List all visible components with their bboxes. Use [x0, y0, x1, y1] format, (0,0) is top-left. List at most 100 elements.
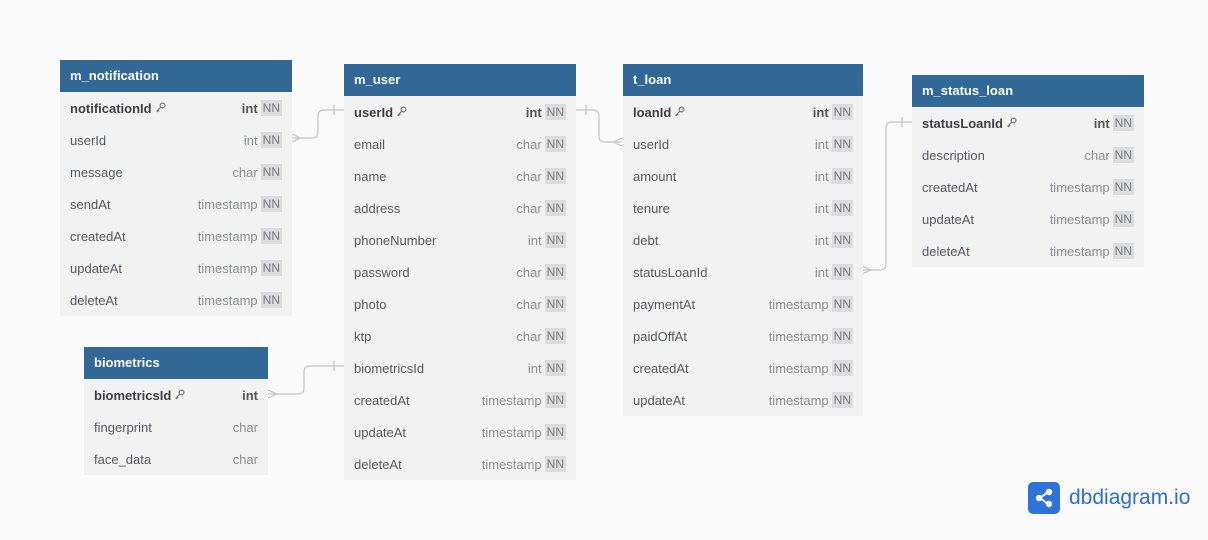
not-null-badge: NN — [544, 360, 566, 376]
field-type: int — [243, 132, 258, 148]
field-name-text: updateAt — [70, 260, 123, 276]
field-type: int — [242, 387, 258, 403]
not-null-badge: NN — [544, 296, 566, 312]
table-header[interactable]: m_status_loan — [912, 75, 1144, 107]
field-type: int — [812, 104, 829, 120]
field-type: int — [1093, 115, 1110, 131]
share-icon — [1028, 482, 1060, 514]
not-null-badge: NN — [544, 168, 566, 184]
not-null-badge: NN — [831, 136, 853, 152]
field-name: tenure — [633, 201, 815, 216]
field-name-text: password — [354, 264, 410, 280]
field-name-text: tenure — [633, 200, 670, 216]
table-header[interactable]: biometrics — [84, 347, 268, 379]
field-name: biometricsId — [354, 361, 528, 376]
field-type: timestamp — [768, 328, 829, 344]
not-null-badge: NN — [544, 456, 566, 472]
field-name: deleteAt — [922, 244, 1050, 259]
field-name: deleteAt — [70, 293, 198, 308]
field-name: address — [354, 201, 516, 216]
table-header[interactable]: m_user — [344, 64, 576, 96]
field-name-text: ktp — [354, 328, 372, 344]
field-type: timestamp — [768, 296, 829, 312]
field-type: timestamp — [1049, 179, 1110, 195]
field-name: loanId — [633, 105, 813, 120]
field-type: char — [516, 296, 542, 312]
field-name-text: message — [70, 164, 123, 180]
field-type: char — [516, 200, 542, 216]
crowfoot-loan — [611, 137, 623, 147]
field-type: timestamp — [481, 456, 542, 472]
not-null-badge: NN — [1112, 147, 1134, 163]
field-name-text: updateAt — [633, 392, 686, 408]
field-row[interactable]: biometricsId int — [84, 379, 268, 411]
field-name-text: biometricsId — [94, 387, 172, 403]
field-name: createdAt — [922, 180, 1050, 195]
field-type: int — [527, 360, 542, 376]
table-header[interactable]: t_loan — [623, 64, 863, 96]
field-type: char — [516, 136, 542, 152]
not-null-badge: NN — [831, 328, 853, 344]
primary-key-icon — [674, 105, 685, 120]
field-name: message — [70, 165, 232, 180]
not-null-badge: NN — [831, 264, 853, 280]
field-type: timestamp — [768, 360, 829, 376]
table-header[interactable]: m_notification — [60, 60, 292, 92]
field-type: timestamp — [481, 424, 542, 440]
field-name-text: updateAt — [354, 424, 407, 440]
field-type: int — [241, 100, 258, 116]
field-type: int — [527, 232, 542, 248]
field-name: paymentAt — [633, 297, 769, 312]
field-type: int — [814, 264, 829, 280]
field-name-text: address — [354, 200, 401, 216]
field-name-text: deleteAt — [922, 243, 970, 259]
field-name-text: biometricsId — [354, 360, 425, 376]
dbdiagram-brand[interactable]: dbdiagram.io — [1028, 482, 1190, 514]
not-null-badge: NN — [831, 296, 853, 312]
field-name-text: statusLoanId — [633, 264, 708, 280]
